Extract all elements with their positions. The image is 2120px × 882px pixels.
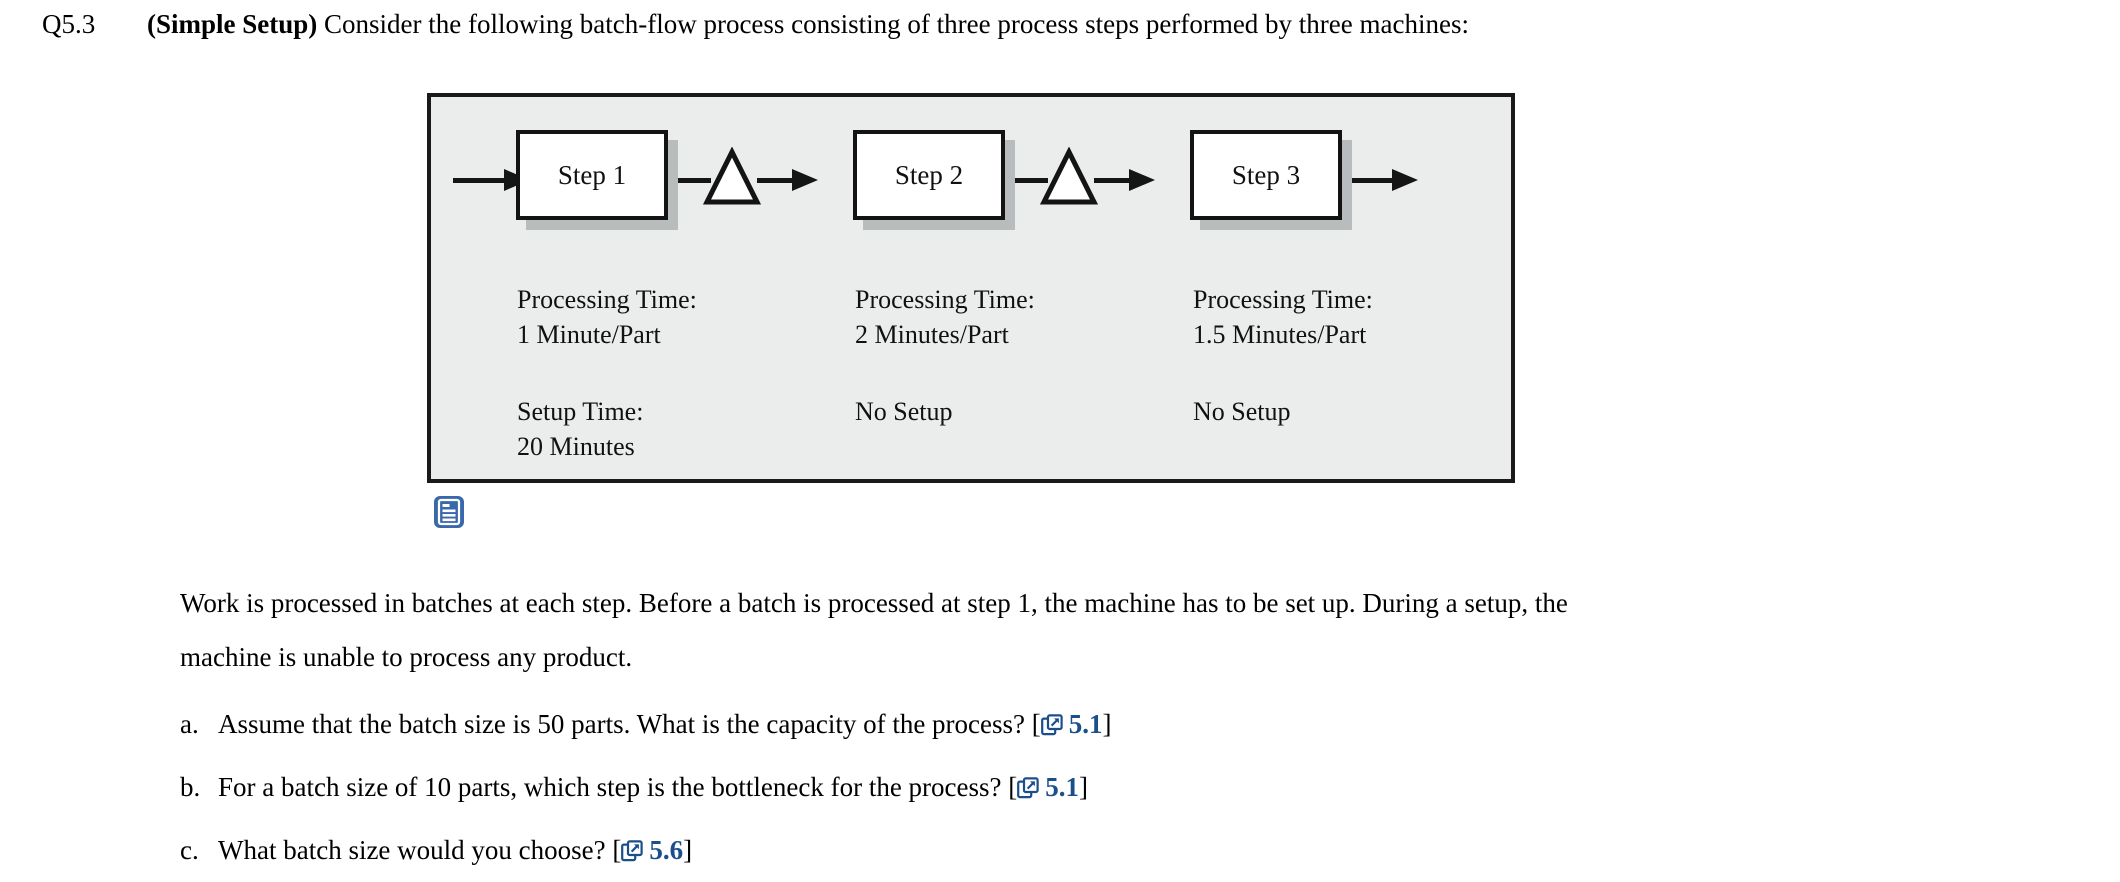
reference-number-a: 5.1 bbox=[1068, 709, 1103, 739]
step-2-setup-title: No Setup bbox=[855, 397, 953, 426]
external-link-icon bbox=[1040, 713, 1063, 736]
arrow-head bbox=[792, 169, 818, 191]
body-paragraph: Work is processed in batches at each ste… bbox=[180, 576, 2080, 684]
arrow-head bbox=[1392, 169, 1418, 191]
list-marker-a: a. bbox=[180, 709, 199, 739]
arrow-shaft bbox=[453, 177, 505, 183]
step-2-annotations: Processing Time: 2 Minutes/Part No Setup bbox=[855, 282, 1035, 429]
step-1-setup-title: Setup Time: bbox=[517, 397, 644, 426]
arrow-shaft bbox=[1341, 177, 1393, 183]
bracket-open-a: [ bbox=[1031, 709, 1041, 739]
bracket-close-a: ] bbox=[1102, 709, 1112, 739]
step-annotations: Processing Time: 1 Minute/Part Setup Tim… bbox=[431, 282, 1511, 472]
list-item-c: c. What batch size would you choose? [ 5… bbox=[180, 819, 2080, 882]
step-3-setup-title: No Setup bbox=[1193, 397, 1291, 426]
reference-number-c: 5.6 bbox=[649, 835, 684, 865]
step-2-label: Step 2 bbox=[894, 159, 964, 190]
step-1-label: Step 1 bbox=[557, 159, 627, 190]
step-1-annotations: Processing Time: 1 Minute/Part Setup Tim… bbox=[517, 282, 697, 464]
step-2-box: Step 2 bbox=[853, 130, 1005, 220]
outflow-arrow bbox=[1341, 169, 1418, 191]
arrow-shaft bbox=[1004, 177, 1048, 183]
arrow-shaft bbox=[1094, 177, 1130, 183]
bracket-close-c: ] bbox=[683, 835, 693, 865]
list-text-c: What batch size would you choose? bbox=[218, 835, 606, 865]
bracket-open-c: [ bbox=[612, 835, 622, 865]
step2-to-buffer2-line bbox=[1004, 169, 1048, 191]
reference-link-c[interactable]: 5.6 bbox=[621, 819, 683, 882]
reference-link-a[interactable]: 5.1 bbox=[1040, 693, 1103, 756]
list-item-a: a. Assume that the batch size is 50 part… bbox=[180, 693, 2080, 756]
question-title-bold: (Simple Setup) bbox=[147, 9, 318, 39]
sub-question-list: a. Assume that the batch size is 50 part… bbox=[180, 693, 2080, 882]
step-2-processing-value: 2 Minutes/Part bbox=[855, 320, 1009, 349]
step-3-box: Step 3 bbox=[1190, 130, 1342, 220]
step-1-box: Step 1 bbox=[516, 130, 668, 220]
list-marker-b: b. bbox=[180, 772, 201, 802]
question-number: Q5.3 bbox=[42, 9, 96, 39]
bracket-close-b: ] bbox=[1079, 772, 1089, 802]
list-text-a: Assume that the batch size is 50 parts. … bbox=[218, 709, 1026, 739]
inventory-triangle-1 bbox=[703, 147, 761, 207]
buffer2-to-step3-arrow bbox=[1094, 169, 1155, 191]
bracket-open-b: [ bbox=[1008, 772, 1018, 802]
question-prompt: Consider the following batch-flow proces… bbox=[324, 9, 1469, 39]
step-3-processing-value: 1.5 Minutes/Part bbox=[1193, 320, 1367, 349]
process-flow-row: Step 1 Step 2 bbox=[431, 117, 1511, 247]
buffer1-to-step2-arrow bbox=[757, 169, 818, 191]
reference-number-b: 5.1 bbox=[1045, 772, 1080, 802]
arrow-shaft bbox=[757, 177, 793, 183]
document-icon[interactable] bbox=[432, 494, 466, 530]
step-1-setup-value: 20 Minutes bbox=[517, 432, 635, 461]
batch-flow-process-diagram: Step 1 Step 2 bbox=[427, 93, 1515, 483]
external-link-icon bbox=[621, 839, 644, 862]
step-3-annotations: Processing Time: 1.5 Minutes/Part No Set… bbox=[1193, 282, 1373, 429]
reference-link-b[interactable]: 5.1 bbox=[1017, 756, 1079, 819]
step-1-processing-title: Processing Time: bbox=[517, 285, 697, 314]
list-text-b: For a batch size of 10 parts, which step… bbox=[218, 772, 1002, 802]
arrow-head bbox=[1129, 169, 1155, 191]
list-marker-c: c. bbox=[180, 835, 199, 865]
arrow-shaft bbox=[667, 177, 711, 183]
step1-to-buffer1-line bbox=[667, 169, 711, 191]
step-2-processing-title: Processing Time: bbox=[855, 285, 1035, 314]
step-1-processing-value: 1 Minute/Part bbox=[517, 320, 661, 349]
step-3-label: Step 3 bbox=[1231, 159, 1301, 190]
body-paragraph-line-1: Work is processed in batches at each ste… bbox=[180, 588, 1568, 618]
inventory-triangle-2 bbox=[1040, 147, 1098, 207]
body-paragraph-line-2: machine is unable to process any product… bbox=[180, 642, 633, 672]
question-header: Q5.3 (Simple Setup) Consider the followin… bbox=[42, 8, 2092, 40]
external-link-icon bbox=[1017, 776, 1039, 799]
list-item-b: b. For a batch size of 10 parts, which s… bbox=[180, 756, 2080, 819]
step-3-processing-title: Processing Time: bbox=[1193, 285, 1373, 314]
